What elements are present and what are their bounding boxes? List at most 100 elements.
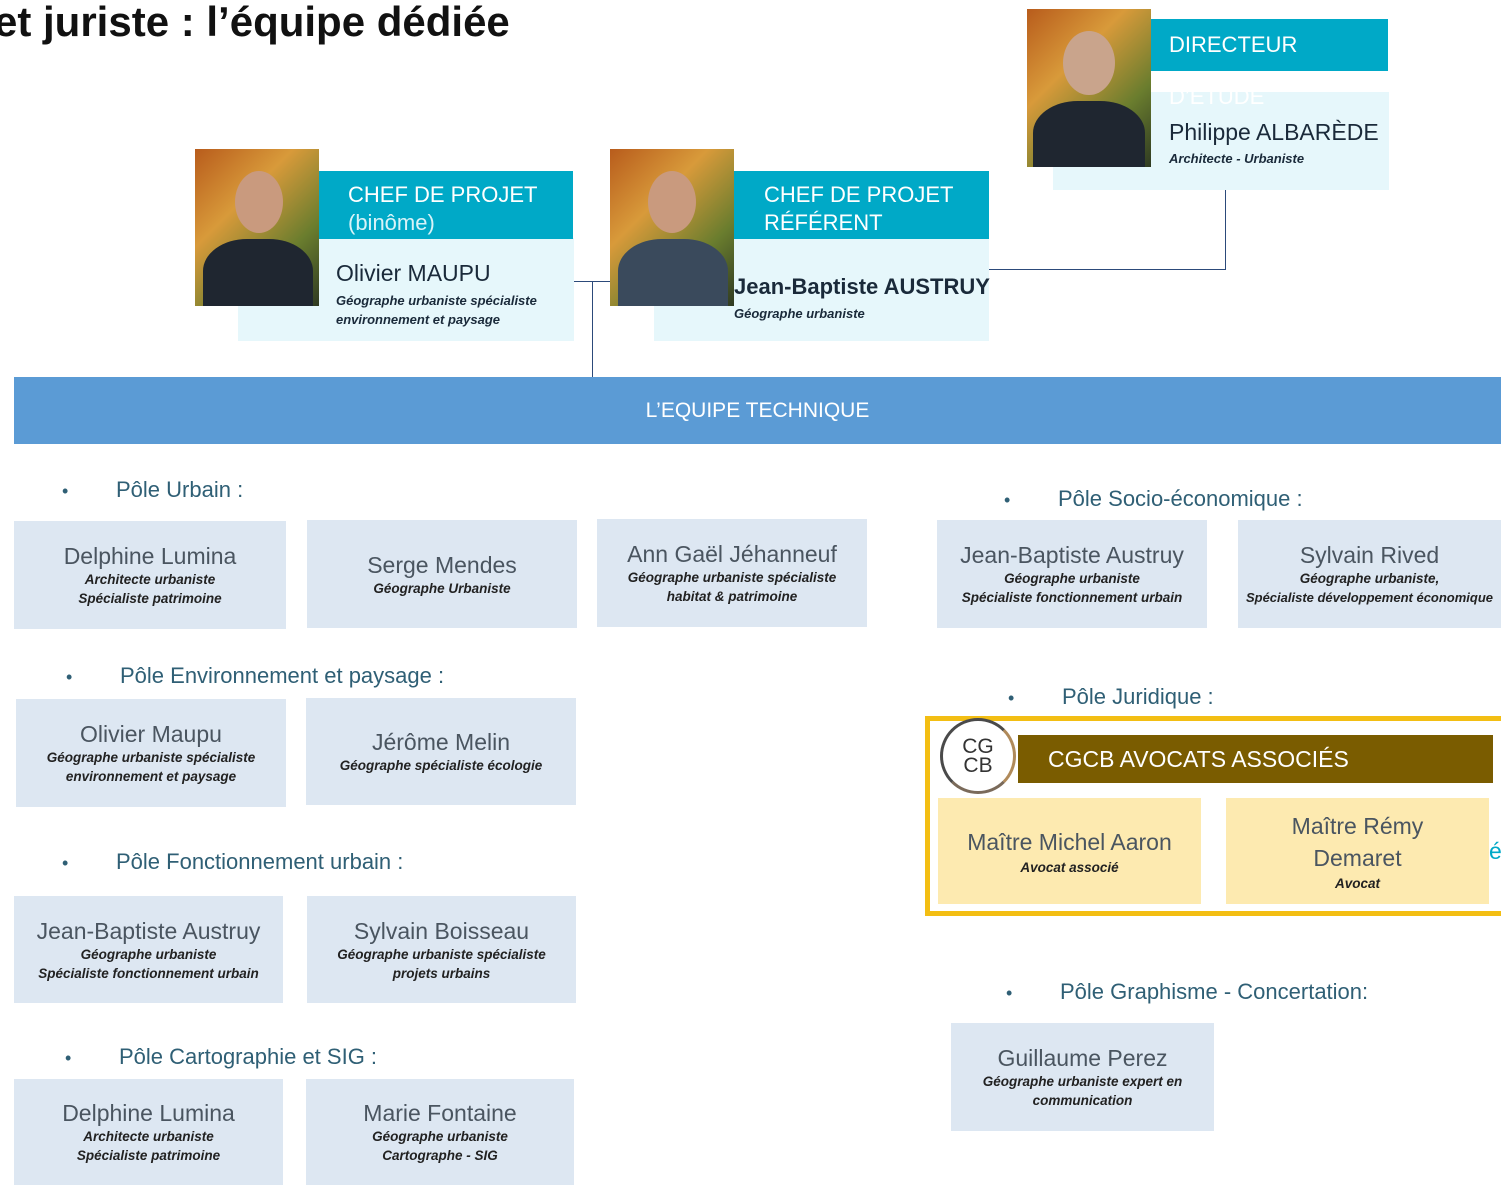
member-name: Sylvain Rived	[1299, 542, 1440, 568]
member-title: Géographe urbaniste spécialiste	[627, 570, 837, 585]
member-card: Sylvain Rived Géographe urbaniste, Spéci…	[1238, 520, 1501, 628]
pole-graphisme-heading: • Pôle Graphisme - Concertation:	[1006, 979, 1368, 1005]
pole-fonctionnement-heading: • Pôle Fonctionnement urbain :	[62, 849, 403, 875]
member-title: Géographe urbaniste,	[1299, 571, 1440, 586]
bullet-icon: •	[66, 667, 73, 687]
member-title: environnement et paysage	[65, 769, 237, 784]
member-title: Avocat	[1334, 875, 1380, 891]
member-title: projets urbains	[392, 965, 491, 981]
pole-label: Pôle Fonctionnement urbain :	[116, 849, 404, 874]
member-title: Architecte urbaniste	[84, 572, 216, 587]
team-band-label: L’EQUIPE TECHNIQUE	[645, 398, 870, 422]
chef2-role-2: RÉFÉRENT	[764, 210, 883, 235]
bullet-icon: •	[1004, 490, 1011, 510]
member-title: Géographe urbaniste spécialiste	[46, 750, 256, 765]
member-name: Ann Gaël Jéhanneuf	[627, 541, 837, 567]
chef1-role: CHEF DE PROJET	[348, 182, 538, 207]
director-role: DIRECTEUR D’ÉTUDE	[1169, 32, 1298, 109]
member-name: Serge Mendes	[367, 551, 517, 578]
member-name: Olivier Maupu	[80, 721, 222, 747]
member-title: communication	[1032, 1093, 1133, 1108]
chef1-role-band: CHEF DE PROJET (binôme)	[318, 171, 573, 239]
member-title: Spécialiste patrimoine	[78, 591, 222, 606]
pole-urbain-heading: • Pôle Urbain :	[62, 477, 243, 503]
pole-label: Pôle Socio-économique :	[1058, 486, 1303, 511]
member-title: Géographe urbaniste expert en	[982, 1074, 1183, 1089]
bullet-icon: •	[65, 1048, 72, 1068]
pole-label: Pôle Environnement et paysage :	[120, 663, 445, 688]
member-card: Jean-Baptiste Austruy Géographe urbanist…	[937, 520, 1207, 628]
pole-label: Pôle Juridique :	[1062, 684, 1214, 709]
member-title: Avocat associé	[1020, 859, 1119, 875]
chef1-title-2: environnement et paysage	[336, 312, 500, 327]
member-title: Géographe urbaniste	[1004, 571, 1140, 586]
member-card: Jérôme Melin Géographe spécialiste écolo…	[306, 698, 576, 805]
bullet-icon: •	[1006, 983, 1013, 1003]
lawyer-card: Maître Rémy Demaret Avocat	[1226, 798, 1489, 904]
member-name: Marie Fontaine	[363, 1100, 517, 1126]
member-name: Jérôme Melin	[371, 729, 511, 755]
member-card: Serge Mendes Géographe Urbaniste	[307, 520, 577, 628]
pole-socio-heading: • Pôle Socio-économique :	[1004, 486, 1303, 512]
pole-juridique-heading: • Pôle Juridique :	[1008, 684, 1214, 710]
bullet-icon: •	[62, 853, 69, 873]
member-card: Marie Fontaine Géographe urbaniste Carto…	[306, 1079, 574, 1185]
chef2-photo	[610, 149, 734, 306]
member-card: Delphine Lumina Architecte urbaniste Spé…	[14, 521, 286, 629]
cgcb-firm-band: CGCB AVOCATS ASSOCIÉS	[1018, 735, 1493, 783]
director-name: Philippe ALBARÈDE	[1169, 119, 1379, 145]
director-title: Architecte - Urbaniste	[1169, 151, 1305, 166]
chef2-role-1: CHEF DE PROJET	[764, 182, 954, 207]
member-card: Ann Gaël Jéhanneuf Géographe urbaniste s…	[597, 519, 867, 627]
member-title: habitat & patrimoine	[666, 589, 798, 604]
member-card: Guillaume Perez Géographe urbaniste expe…	[951, 1023, 1214, 1131]
member-card: Jean-Baptiste Austruy Géographe urbanist…	[14, 896, 283, 1003]
member-title: Cartographe - SIG	[382, 1148, 498, 1163]
chef2-name: Jean-Baptiste AUSTRUY	[734, 274, 990, 299]
member-title: Géographe urbaniste	[372, 1129, 508, 1144]
member-title: Géographe Urbaniste	[373, 580, 511, 596]
member-card: Delphine Lumina Architecte urbaniste Spé…	[14, 1079, 283, 1185]
member-title: Géographe urbaniste	[80, 946, 217, 962]
member-name: Delphine Lumina	[62, 1100, 235, 1126]
pole-label: Pôle Urbain :	[116, 477, 244, 502]
member-title: Spécialiste patrimoine	[76, 1148, 221, 1163]
page-title: et juriste : l’équipe dédiée	[0, 0, 510, 45]
pole-cartographie-heading: • Pôle Cartographie et SIG :	[65, 1044, 377, 1070]
connector-line	[592, 281, 593, 377]
connector-line	[1225, 190, 1226, 270]
member-title: Spécialiste fonctionnement urbain	[38, 965, 259, 981]
chef1-role-sub: (binôme)	[348, 210, 435, 235]
chef2-role-band: CHEF DE PROJET RÉFÉRENT	[734, 171, 989, 239]
member-name: Jean-Baptiste Austruy	[960, 542, 1184, 568]
member-name: Maître Michel Aaron	[967, 828, 1172, 855]
member-name: Jean-Baptiste Austruy	[36, 917, 261, 944]
edge-glyph: é	[1489, 838, 1501, 864]
cgcb-firm-name: CGCB AVOCATS ASSOCIÉS	[1048, 746, 1349, 772]
director-photo	[1027, 9, 1151, 167]
chef1-title-1: Géographe urbaniste spécialiste	[336, 293, 537, 308]
pole-label: Pôle Graphisme - Concertation:	[1060, 979, 1369, 1004]
member-name: Sylvain Boisseau	[353, 917, 530, 944]
team-band: L’EQUIPE TECHNIQUE	[14, 377, 1501, 444]
member-name: Delphine Lumina	[63, 543, 237, 569]
cgcb-logo-text: CB	[963, 754, 993, 777]
director-role-band: DIRECTEUR D’ÉTUDE	[1151, 19, 1388, 109]
bullet-icon: •	[1008, 688, 1015, 708]
chef1-name: Olivier MAUPU	[336, 260, 491, 286]
chef1-photo	[195, 149, 319, 306]
member-name: Guillaume Perez	[997, 1045, 1168, 1071]
cgcb-frame	[925, 716, 1501, 916]
member-card: Olivier Maupu Géographe urbaniste spécia…	[16, 699, 286, 807]
member-title: Géographe spécialiste écologie	[339, 758, 543, 773]
member-title: Spécialiste fonctionnement urbain	[961, 590, 1183, 605]
member-title: Architecte urbaniste	[83, 1129, 214, 1144]
member-title: Spécialiste développement économique	[1245, 590, 1494, 605]
bullet-icon: •	[62, 481, 69, 501]
pole-label: Pôle Cartographie et SIG :	[119, 1044, 378, 1069]
lawyer-card: Maître Michel Aaron Avocat associé	[938, 798, 1201, 904]
connector-line	[989, 269, 1226, 270]
member-name: Maître Rémy Demaret	[1291, 812, 1424, 871]
cgcb-logo: CG CB	[940, 718, 1016, 794]
chef2-title: Géographe urbaniste	[734, 306, 865, 321]
